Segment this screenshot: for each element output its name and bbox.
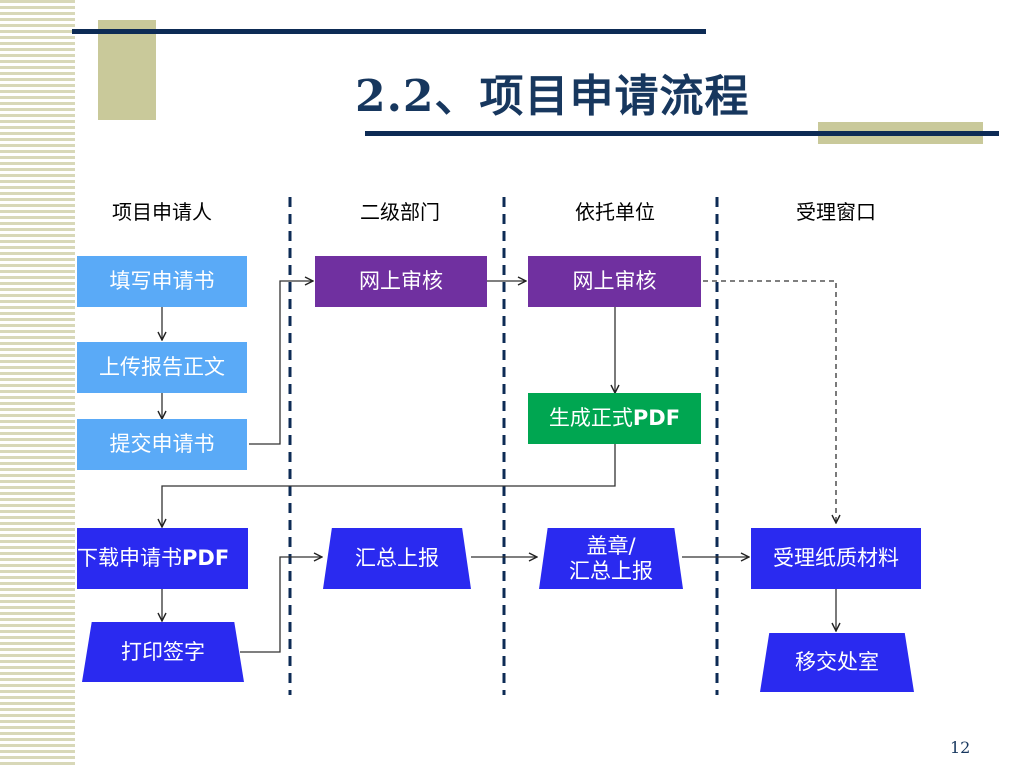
- lane-dividers: [288, 197, 719, 695]
- arrow-submit-to-dept-review: [249, 281, 313, 445]
- node-fill-application: 填写申请书: [77, 256, 247, 307]
- node-accept-paper-materials: 受理纸质材料: [751, 528, 921, 589]
- page-number: 12: [950, 738, 971, 757]
- arrow-print-to-summarize: [240, 557, 322, 653]
- node-label-line-1: 盖章/: [586, 533, 636, 558]
- node-label: 下载申请书: [77, 546, 182, 570]
- node-label-pdf: PDF: [632, 406, 681, 430]
- top-rule: [72, 29, 706, 34]
- node-summarize-and-report: 汇总上报: [323, 528, 471, 589]
- node-label: 提交申请书: [109, 432, 215, 456]
- column-header-acceptance-window: 受理窗口: [796, 200, 876, 224]
- node-label: 受理纸质材料: [773, 546, 899, 570]
- node-label: 生成正式: [548, 406, 633, 430]
- node-label: 打印签字: [121, 639, 205, 664]
- node-stamp-and-report: 盖章/ 汇总上报: [539, 528, 683, 589]
- column-header-host-unit: 依托单位: [575, 200, 655, 224]
- node-label-pdf: PDF: [182, 546, 230, 570]
- column-header-department: 二级部门: [360, 200, 440, 224]
- node-label-line-2: 汇总上报: [569, 558, 653, 583]
- node-submit-application: 提交申请书: [77, 419, 247, 470]
- striped-sidebar-decoration: [0, 0, 75, 768]
- slide-title: 2.2、项目申请流程: [355, 71, 750, 122]
- dashed-arrow-review-to-accept: [703, 280, 836, 523]
- title-underline: [365, 131, 999, 136]
- column-header-applicant: 项目申请人: [112, 200, 212, 224]
- olive-square-decoration: [98, 20, 156, 120]
- node-upload-report: 上传报告正文: [77, 342, 247, 393]
- node-unit-online-review: 网上审核: [528, 256, 701, 307]
- node-label: 网上审核: [572, 269, 657, 293]
- node-print-and-sign: 打印签字: [82, 622, 244, 682]
- node-label: 移交处室: [795, 650, 879, 674]
- node-label: 填写申请书: [109, 269, 215, 293]
- node-department-online-review: 网上审核: [315, 256, 487, 307]
- node-label: 上传报告正文: [99, 355, 225, 379]
- arrow-pdf-to-download: [162, 444, 616, 527]
- node-transfer-to-office: 移交处室: [760, 633, 914, 692]
- node-label: 汇总上报: [355, 546, 439, 570]
- node-label: 网上审核: [359, 269, 443, 293]
